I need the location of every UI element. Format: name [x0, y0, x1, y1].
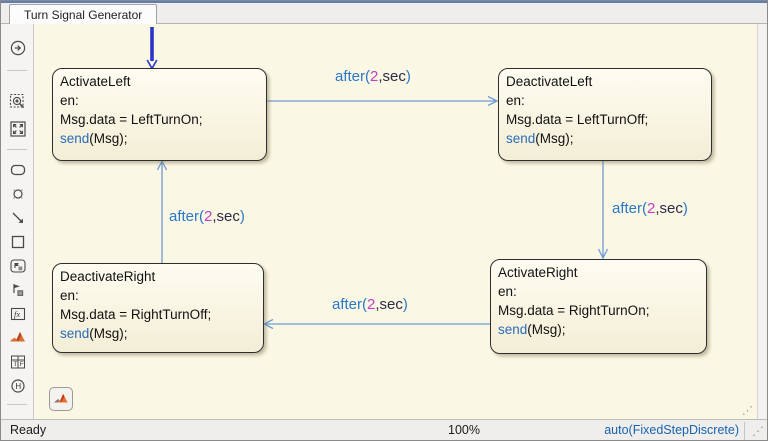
- state-entry-label: en:: [60, 93, 79, 108]
- state-deactivateright[interactable]: DeactivateRight en: Msg.data = RightTurn…: [52, 263, 264, 353]
- tab-turn-signal-generator[interactable]: Turn Signal Generator: [9, 4, 158, 25]
- canvas-resize-grip[interactable]: ⋰: [742, 405, 753, 417]
- matlab-badge-button[interactable]: [49, 387, 73, 411]
- send-args: (Msg);: [89, 326, 128, 341]
- state-icon[interactable]: [8, 160, 27, 179]
- svg-text:F: F: [19, 361, 23, 368]
- default-transition-arrow[interactable]: [145, 27, 159, 71]
- send-keyword: send: [60, 131, 90, 146]
- box-icon[interactable]: [8, 232, 27, 251]
- transition-label-right[interactable]: after(2,sec): [612, 200, 688, 217]
- send-args: (Msg);: [89, 131, 128, 146]
- window-resize-grip[interactable]: ⋰: [752, 424, 764, 438]
- state-entry-label: en:: [506, 93, 525, 108]
- object-palette-toolbar: fx T F H: [1, 24, 34, 419]
- state-activateright[interactable]: ActivateRight en: Msg.data = RightTurnOn…: [490, 259, 707, 354]
- svg-text:T: T: [13, 361, 17, 368]
- state-send-line: send(Msg);: [60, 324, 257, 343]
- status-bar: Ready 100% auto(FixedStepDiscrete) ⋰: [1, 419, 767, 440]
- transition-arrow-deactivateright-to-activateleft[interactable]: [155, 159, 169, 264]
- zoom-region-icon[interactable]: [8, 92, 27, 111]
- state-send-line: send(Msg);: [506, 129, 705, 148]
- transition-label-bottom[interactable]: after(2,sec): [332, 296, 408, 313]
- fit-to-view-icon[interactable]: [8, 119, 27, 138]
- explore-icon[interactable]: [8, 38, 27, 57]
- send-keyword: send: [506, 131, 536, 146]
- state-action: Msg.data = RightTurnOff;: [60, 307, 212, 322]
- statusbar-separator: [744, 422, 745, 440]
- transition-icon[interactable]: [8, 208, 27, 227]
- junction-icon[interactable]: [8, 184, 27, 203]
- state-title: ActivateLeft: [60, 74, 131, 89]
- state-deactivateleft[interactable]: DeactivateLeft en: Msg.data = LeftTurnOf…: [498, 68, 712, 161]
- function-icon[interactable]: fx: [8, 304, 27, 323]
- flag-icon[interactable]: [8, 280, 27, 299]
- send-keyword: send: [498, 322, 528, 337]
- state-title: DeactivateRight: [60, 269, 156, 284]
- truth-table-icon[interactable]: T F: [8, 352, 27, 371]
- svg-text:H: H: [15, 382, 21, 391]
- state-action: Msg.data = LeftTurnOff;: [506, 112, 649, 127]
- zoom-level: 100%: [448, 423, 480, 437]
- tab-label: Turn Signal Generator: [24, 8, 143, 22]
- svg-text:fx: fx: [14, 309, 20, 319]
- right-edge-strip: [757, 24, 767, 419]
- state-send-line: send(Msg);: [498, 320, 700, 339]
- toolbar-divider: [7, 404, 27, 405]
- state-activateleft[interactable]: ActivateLeft en: Msg.data = LeftTurnOn; …: [52, 68, 267, 161]
- matlab-function-icon[interactable]: [8, 328, 27, 347]
- send-args: (Msg);: [535, 131, 574, 146]
- state-send-line: send(Msg);: [60, 129, 260, 148]
- transition-arrow-deactivateleft-to-activateright[interactable]: [596, 161, 610, 260]
- send-keyword: send: [60, 326, 90, 341]
- transition-arrow-activateleft-to-deactivateleft[interactable]: [267, 94, 499, 108]
- toolbar-divider: [7, 70, 27, 71]
- history-junction-icon[interactable]: H: [8, 376, 27, 395]
- toolbar-divider: [7, 149, 27, 150]
- window-top-edge: [1, 1, 767, 3]
- state-action: Msg.data = LeftTurnOn;: [60, 112, 203, 127]
- transition-label-top[interactable]: after(2,sec): [335, 68, 411, 85]
- status-text: Ready: [10, 423, 47, 437]
- state-entry-label: en:: [498, 284, 517, 299]
- matlab-logo-icon: [54, 393, 68, 403]
- state-title: ActivateRight: [498, 265, 578, 280]
- state-action: Msg.data = RightTurnOn;: [498, 303, 650, 318]
- solver-indicator[interactable]: auto(FixedStepDiscrete): [604, 423, 739, 437]
- tab-bar: Turn Signal Generator: [1, 3, 767, 25]
- transition-label-left[interactable]: after(2,sec): [169, 208, 245, 225]
- subchart-icon[interactable]: [8, 256, 27, 275]
- chart-canvas[interactable]: ActivateLeft en: Msg.data = LeftTurnOn; …: [35, 24, 757, 419]
- state-entry-label: en:: [60, 288, 79, 303]
- state-title: DeactivateLeft: [506, 74, 593, 89]
- transition-arrow-activateright-to-deactivateright[interactable]: [264, 317, 491, 331]
- send-args: (Msg);: [527, 322, 566, 337]
